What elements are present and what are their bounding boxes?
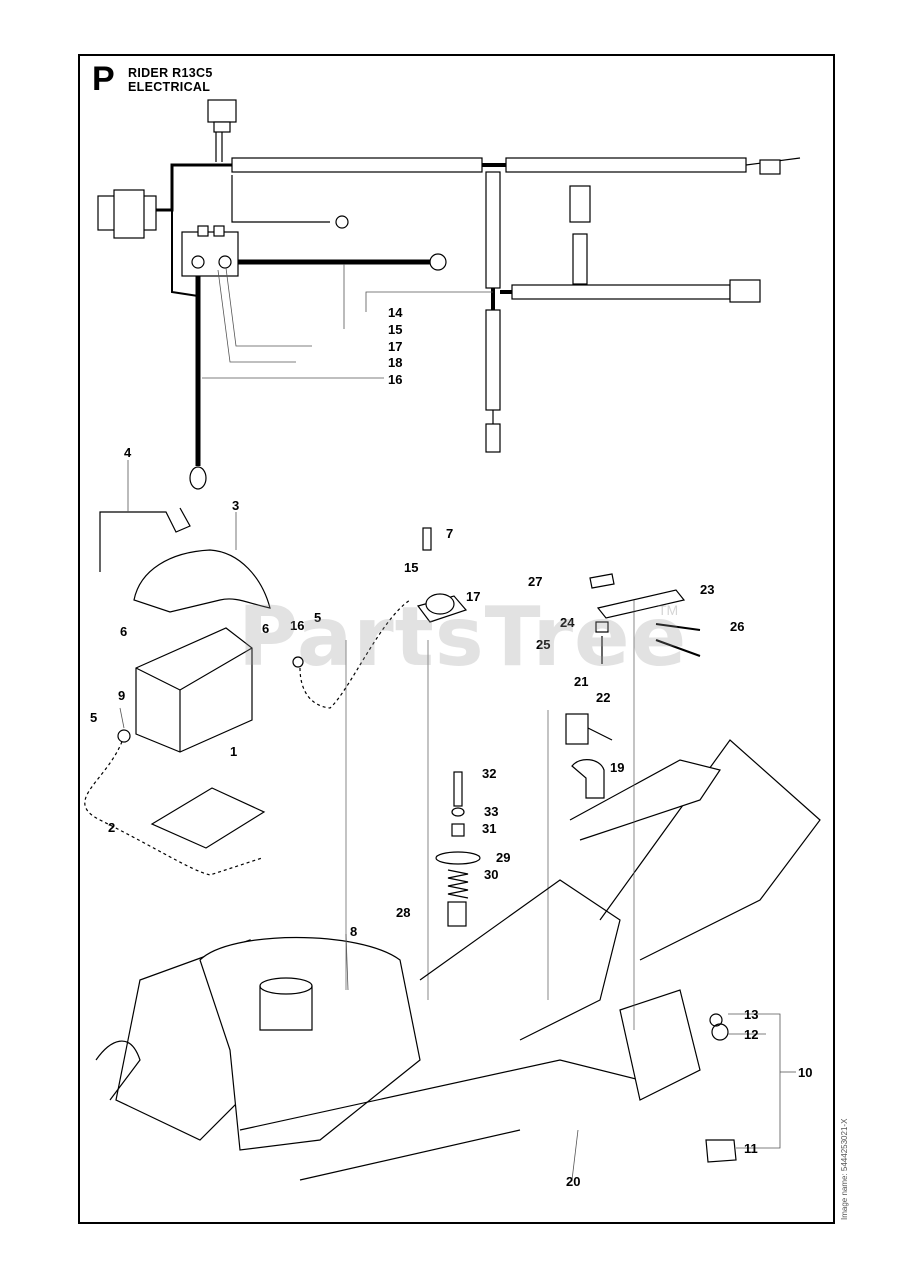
callout-10: 10 (798, 1065, 812, 1080)
callout-17: 17 (388, 339, 402, 354)
callout-26: 26 (730, 619, 744, 634)
callout-28: 28 (396, 905, 410, 920)
callout-4: 4 (124, 445, 132, 460)
wiring-harness (97, 99, 801, 490)
callout-30: 30 (484, 867, 498, 882)
interlock-switch (547, 710, 613, 1000)
callout-15: 15 (388, 322, 402, 337)
callout-18: 18 (388, 355, 402, 370)
callout-20: 20 (566, 1174, 580, 1189)
callout-33: 33 (484, 804, 498, 819)
callout-5: 5 (90, 710, 97, 725)
callout-6: 6 (120, 624, 127, 639)
callout-22: 22 (596, 690, 610, 705)
harness-leaders (202, 264, 493, 379)
section-letter: P (92, 60, 115, 98)
callout-12: 12 (744, 1027, 758, 1042)
callout-8: 8 (350, 924, 357, 939)
diagram-frame (78, 54, 835, 1224)
callout-16: 16 (388, 372, 402, 387)
callout-leaders (119, 460, 796, 1181)
callout-9: 9 (118, 688, 125, 703)
callout-5: 5 (314, 610, 321, 625)
callout-32: 32 (482, 766, 496, 781)
callout-25: 25 (536, 637, 550, 652)
callout-1: 1 (230, 744, 237, 759)
callout-3: 3 (232, 498, 239, 513)
watermark: PartsTree (238, 590, 688, 685)
solenoid-mount (416, 527, 468, 1000)
callout-27: 27 (528, 574, 542, 589)
callout-31: 31 (482, 821, 496, 836)
callout-16: 16 (290, 618, 304, 633)
callout-29: 29 (496, 850, 510, 865)
battery-assembly (84, 507, 411, 876)
title-section: ELECTRICAL (128, 80, 211, 94)
watermark-tm: TM (658, 602, 679, 618)
callout-14: 14 (388, 305, 403, 320)
callout-23: 23 (700, 582, 714, 597)
callout-6: 6 (262, 621, 269, 636)
callout-15: 15 (404, 560, 418, 575)
callout-2: 2 (108, 820, 115, 835)
callout-labels: 14 15 17 18 16 4 3 7 15 17 27 23 5 16 6 … (90, 305, 812, 1189)
chassis-frame (95, 600, 821, 1181)
callout-17: 17 (466, 589, 480, 604)
callout-21: 21 (574, 674, 588, 689)
title-model: RIDER R13C5 (128, 66, 213, 80)
bolt-spring-stack (435, 771, 481, 927)
callout-19: 19 (610, 760, 624, 775)
callout-13: 13 (744, 1007, 758, 1022)
image-name-footer: Image name: 5444253021-X (840, 1118, 849, 1220)
seat-switch (589, 573, 701, 664)
callout-7: 7 (446, 526, 453, 541)
callout-24: 24 (560, 615, 575, 630)
callout-11: 11 (744, 1141, 758, 1156)
